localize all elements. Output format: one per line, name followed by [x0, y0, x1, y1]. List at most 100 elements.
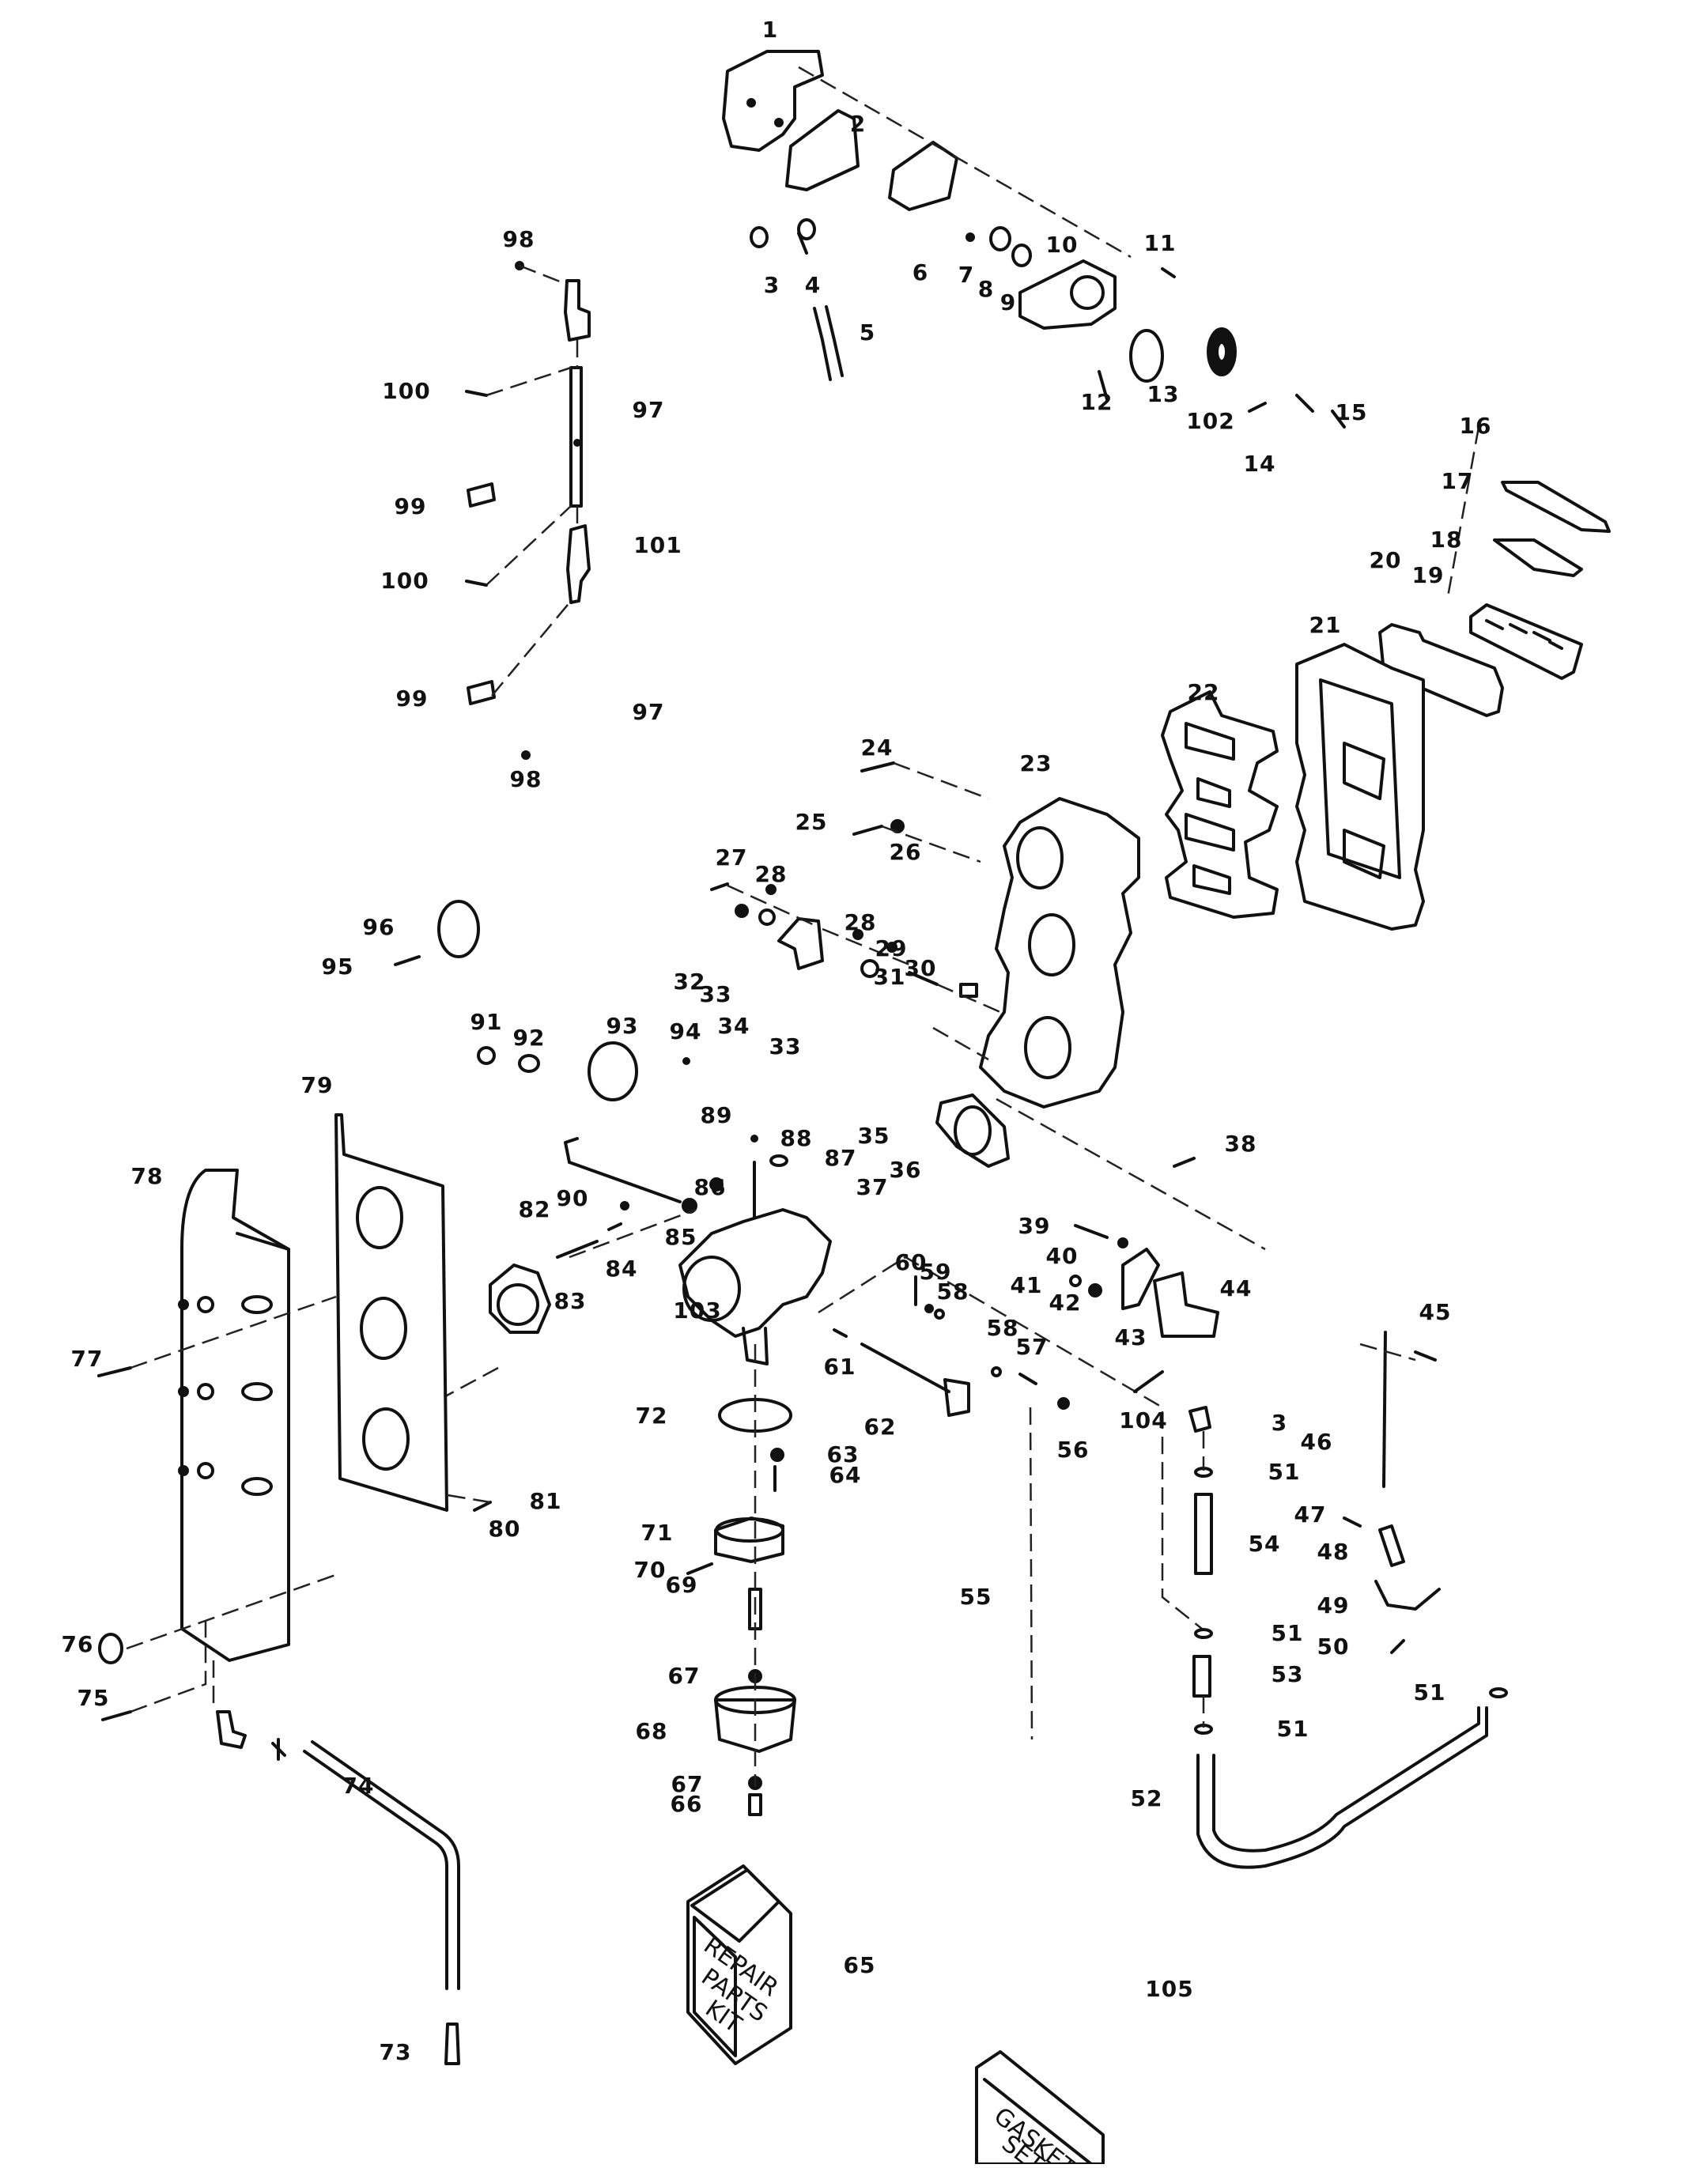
fitting-73	[444, 2023, 460, 2065]
callout-40: 40	[1045, 1243, 1079, 1269]
callout-98: 98	[502, 226, 535, 252]
callout-90: 90	[556, 1185, 589, 1211]
callout-67: 67	[667, 1663, 701, 1689]
clamp-51	[271, 1738, 286, 1761]
screw-100-bottom	[465, 580, 488, 587]
callout-100: 100	[382, 378, 431, 404]
callout-11: 11	[1143, 230, 1177, 256]
callout-13: 13	[1147, 381, 1180, 407]
callout-64: 64	[829, 1462, 862, 1488]
callout-87: 87	[824, 1145, 857, 1171]
intake-manifold-23	[979, 797, 1140, 1109]
callout-49: 49	[1317, 1592, 1350, 1618]
solenoid-43	[1121, 1248, 1160, 1310]
callout-102: 102	[1186, 408, 1235, 434]
callout-21: 21	[1309, 612, 1342, 638]
callout-14: 14	[1243, 451, 1276, 477]
screw-95	[394, 955, 421, 966]
drain-screw-66	[748, 1793, 762, 1816]
reed-block-19	[1469, 603, 1583, 680]
callout-80: 80	[488, 1516, 521, 1542]
choke-solenoid-group	[1069, 1224, 1508, 1869]
silencer-cover-78	[180, 1169, 290, 1662]
callout-31: 31	[873, 964, 906, 990]
callout-24: 24	[860, 735, 894, 761]
callout-33: 33	[699, 981, 732, 1007]
callout-83: 83	[554, 1288, 587, 1314]
callout-103: 103	[673, 1297, 722, 1324]
callout-12: 12	[1080, 389, 1113, 415]
pin-70	[686, 1562, 713, 1575]
callout-70: 70	[633, 1557, 667, 1583]
callout-42: 42	[1049, 1290, 1082, 1316]
callout-36: 36	[889, 1157, 922, 1183]
screw-75	[101, 1710, 132, 1721]
choke-plate-93	[588, 1041, 638, 1101]
callout-10: 10	[1045, 232, 1079, 258]
callout-82: 82	[518, 1196, 551, 1222]
callout-61: 61	[823, 1354, 856, 1380]
callout-89: 89	[700, 1102, 733, 1128]
callout-97: 97	[632, 397, 665, 423]
intake-manifold-group	[852, 761, 1266, 1251]
plug-76	[98, 1633, 123, 1664]
intake-gasket-group	[1161, 690, 1279, 919]
callout-51: 51	[1276, 1716, 1309, 1742]
throttle-plate-96	[437, 900, 480, 958]
callout-50: 50	[1317, 1634, 1350, 1660]
callout-2: 2	[849, 111, 867, 137]
callout-58: 58	[986, 1315, 1019, 1341]
callout-68: 68	[635, 1718, 668, 1744]
callout-37: 37	[856, 1174, 889, 1200]
pin-30	[908, 971, 939, 986]
callout-93: 93	[606, 1013, 639, 1039]
plug-57	[1018, 1373, 1037, 1385]
callout-66: 66	[670, 1791, 703, 1817]
callout-4: 4	[804, 272, 822, 298]
callout-32: 32	[673, 969, 706, 995]
callout-59: 59	[919, 1259, 952, 1285]
callout-99: 99	[394, 493, 427, 519]
callout-25: 25	[795, 809, 828, 835]
callout-69: 69	[665, 1572, 698, 1598]
elbow-3	[1188, 1406, 1211, 1433]
choke-shaft-90	[568, 1161, 682, 1203]
callout-17: 17	[1441, 468, 1474, 494]
callout-51: 51	[1268, 1459, 1301, 1485]
callout-33: 33	[769, 1033, 802, 1059]
callout-52: 52	[1130, 1785, 1163, 1811]
pump-diaphragm	[888, 141, 958, 211]
callout-96: 96	[362, 914, 395, 940]
throttle-linkage-group	[710, 882, 1001, 1014]
reed-group	[1295, 426, 1611, 931]
callout-101: 101	[633, 532, 682, 558]
callout-105: 105	[1145, 1976, 1194, 2002]
callout-51: 51	[1271, 1620, 1304, 1646]
callout-45: 45	[1419, 1299, 1452, 1325]
callout-85: 85	[664, 1224, 697, 1250]
callout-74: 74	[342, 1773, 375, 1799]
callout-7: 7	[958, 262, 975, 288]
pump-cover	[1018, 259, 1117, 330]
callout-67: 67	[671, 1771, 704, 1797]
bolt-25	[852, 825, 883, 836]
link-rod-101	[569, 366, 583, 508]
screw-100-top	[465, 390, 488, 397]
screw-50	[1390, 1639, 1405, 1654]
callout-104: 104	[1119, 1407, 1168, 1433]
callout-44: 44	[1219, 1275, 1253, 1301]
callout-26: 26	[889, 839, 922, 865]
repair-parts-kit-65: REPAIR PARTS KIT	[686, 1864, 792, 2065]
callout-84: 84	[605, 1256, 638, 1282]
hose-74	[303, 1750, 448, 1990]
callout-20: 20	[1369, 547, 1402, 573]
callout-27: 27	[715, 844, 748, 871]
carburetor-body-103	[678, 1208, 832, 1338]
callout-94: 94	[669, 1018, 702, 1044]
callout-95: 95	[321, 954, 354, 980]
rod-55	[1029, 1407, 1033, 1740]
shaft-62	[860, 1343, 950, 1393]
clip-99-bottom	[467, 680, 496, 705]
callout-99: 99	[395, 686, 429, 712]
